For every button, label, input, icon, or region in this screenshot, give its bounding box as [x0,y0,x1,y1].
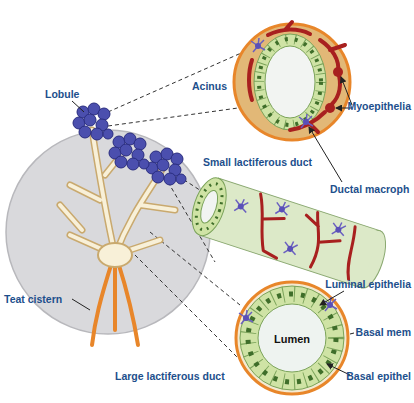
lumen-region: Lumen [270,327,314,349]
part-label: Teat cistern [4,293,62,305]
part-label: Myoepithelia [347,100,411,112]
part-label: Lobule [45,88,79,100]
part-label: Large lactiferous duct [115,370,225,382]
part-label: Basal epithel [346,370,411,382]
part-label: Luminal epithelia [325,278,411,290]
part-label: Ductal macroph [330,183,409,195]
part-label: Small lactiferous duct [203,156,312,168]
part-label: Acinus [192,80,227,92]
region-label: Lumen [274,333,310,345]
part-label: Basal mem [356,326,411,338]
